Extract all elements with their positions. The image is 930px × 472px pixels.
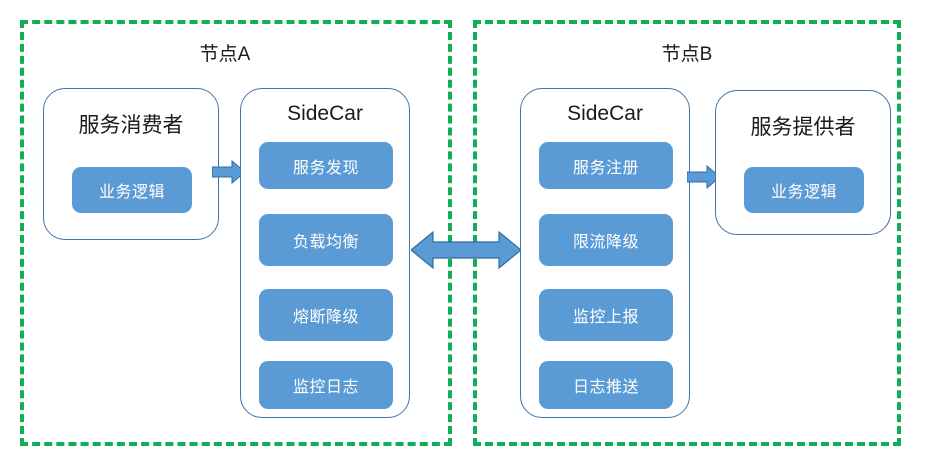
sidecar-b-pill-monitoring-report[interactable]: 监控上报 xyxy=(539,289,673,341)
service-consumer-pill-business-logic[interactable]: 业务逻辑 xyxy=(72,167,192,213)
sidecar-a-pill-service-discovery[interactable]: 服务发现 xyxy=(259,142,393,189)
sidecar-a-title: SideCar xyxy=(287,102,363,125)
service-consumer-panel: 服务消费者 业务逻辑 xyxy=(43,88,219,240)
sidecar-b-pill-rate-limiting[interactable]: 限流降级 xyxy=(539,214,673,266)
sidecar-b-pill-service-registry[interactable]: 服务注册 xyxy=(539,142,673,189)
arrow-consumer-to-sidecar-a xyxy=(212,160,246,184)
arrow-sidecar-a-to-sidecar-b xyxy=(411,225,521,275)
node-b-title: 节点B xyxy=(661,44,713,65)
sidecar-a-pill-monitoring-log[interactable]: 监控日志 xyxy=(259,361,393,409)
service-provider-panel: 服务提供者 业务逻辑 xyxy=(715,90,891,235)
sidecar-b-pill-log-push[interactable]: 日志推送 xyxy=(539,361,673,409)
node-b-container xyxy=(473,20,901,446)
sidecar-b-title: SideCar xyxy=(567,102,643,125)
node-a-container xyxy=(20,20,452,446)
sidecar-a-pill-load-balancing[interactable]: 负载均衡 xyxy=(259,214,393,266)
sidecar-a-pill-circuit-breaker[interactable]: 熔断降级 xyxy=(259,289,393,341)
arrow-sidecar-b-to-provider xyxy=(687,165,721,189)
sidecar-a-panel: SideCar 服务发现 负载均衡 熔断降级 监控日志 xyxy=(240,88,410,418)
service-provider-pill-business-logic[interactable]: 业务逻辑 xyxy=(744,167,864,213)
service-provider-title: 服务提供者 xyxy=(750,116,856,139)
sidecar-b-panel: SideCar 服务注册 限流降级 监控上报 日志推送 xyxy=(520,88,690,418)
service-consumer-title: 服务消费者 xyxy=(78,114,184,137)
node-a-title: 节点A xyxy=(199,44,251,65)
